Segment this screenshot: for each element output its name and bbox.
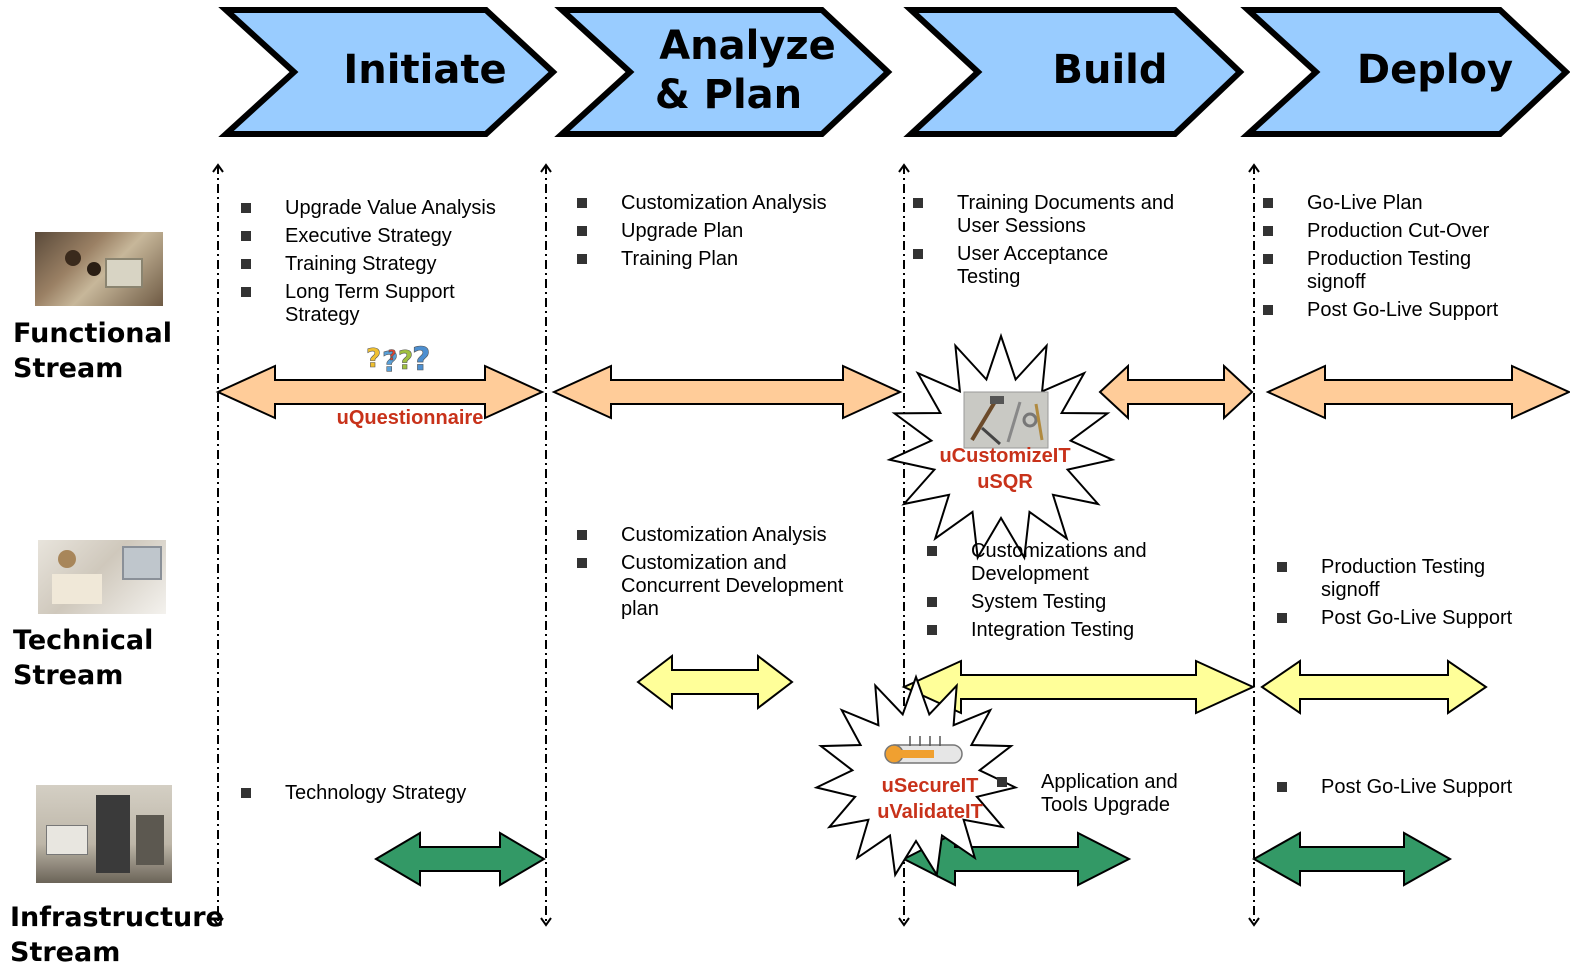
tool-label-questionnaire: uQuestionnaire [336,407,484,429]
stream-label-functional: Functional Stream [13,316,172,386]
functional-deploy-list: Go-Live Plan Production Cut-Over Product… [1259,192,1549,327]
tool-label-secure: uSecureIT uValidateIT [850,773,1010,825]
infrastructure-stream-photo [36,785,172,883]
functional-initiate-list: Upgrade Value Analysis Executive Strateg… [237,197,537,332]
phase-chevron-deploy [1240,7,1570,137]
functional-stream-photo [35,232,163,306]
list-item: Production Testing signoff [1273,556,1511,602]
functional-arrow-initiate [215,364,545,420]
technical-analyze-list: Customization Analysis Customization and… [573,524,883,626]
technical-arrow-deploy [1260,659,1488,715]
list-item: Customization Analysis [573,192,883,215]
functional-arrow-deploy [1265,364,1570,420]
list-item: Training Strategy [237,253,537,276]
svg-text:?: ? [382,345,398,378]
secure-starburst [813,674,1019,878]
tool-label-customize-line1: uCustomizeIT [939,445,1071,467]
phase-title-analyze-line1: Analyze [659,23,836,69]
technical-build-list: Customizations and Development System Te… [923,540,1203,647]
stream-label-technical-line2: Stream [13,660,124,692]
list-item: Training Documents and User Sessions [909,192,1189,238]
svg-text:?: ? [398,346,413,376]
tool-label-secure-line2: uValidateIT [877,801,983,823]
list-item: Customizations and Development [923,540,1176,586]
svg-text:?: ? [366,344,381,374]
list-item: Customization Analysis [573,524,883,547]
tool-label-customize-line2: uSQR [977,471,1033,493]
functional-analyze-list: Customization Analysis Upgrade Plan Trai… [573,192,883,276]
thermometer-icon [884,736,963,764]
list-item: Production Cut-Over [1259,220,1549,243]
list-item: Integration Testing [923,619,1203,642]
list-item: Upgrade Plan [573,220,883,243]
functional-arrow-build [1098,363,1254,421]
stream-label-technical-line1: Technical [13,625,154,656]
list-item: Post Go-Live Support [1273,776,1563,799]
phase-title-build: Build [1052,47,1168,93]
tool-label-secure-line1: uSecureIT [881,775,979,797]
svg-text:?: ? [388,348,396,364]
tool-label-customize: uCustomizeIT uSQR [925,443,1085,495]
list-item: Production Testing signoff [1259,248,1492,294]
phase-chevron-analyze [554,7,893,137]
list-item: Post Go-Live Support [1273,607,1563,630]
list-item: Go-Live Plan [1259,192,1549,215]
technical-arrow-build [901,659,1256,715]
phase-title-analyze-line2: & Plan [654,71,803,118]
infrastructure-build-list: Application and Tools Upgrade [993,771,1223,822]
list-item: Post Go-Live Support [1259,299,1549,322]
stream-label-infrastructure-line1: Infrastructure [10,902,224,933]
technical-deploy-list: Production Testing signoff Post Go-Live … [1273,556,1563,635]
stream-label-functional-line2: Stream [13,353,124,385]
question-marks-icon: ? ? ? ? ? [366,340,431,379]
phase-title-analyze: Analyze & Plan [625,22,870,120]
technical-stream-photo [38,540,166,614]
infrastructure-arrow-deploy [1251,831,1453,887]
stream-label-infrastructure: Infrastructure Stream [10,900,224,970]
list-item: Upgrade Value Analysis [237,197,537,220]
list-item: Training Plan [573,248,883,271]
phase-chevron-build [903,7,1245,137]
list-item: System Testing [923,591,1203,614]
phase-title-initiate: Initiate [343,47,507,93]
infrastructure-deploy-list: Post Go-Live Support [1273,776,1563,804]
list-item: Executive Strategy [237,225,537,248]
stream-label-technical: Technical Stream [13,623,153,693]
technical-arrow-analyze [636,653,794,711]
stream-label-infrastructure-line2: Stream [10,937,121,969]
phase-title-deploy: Deploy [1356,47,1514,93]
infrastructure-arrow-initiate [374,831,546,887]
svg-text:?: ? [412,340,431,378]
functional-arrow-analyze [551,364,903,420]
list-item: Long Term Support Strategy [237,281,475,327]
infrastructure-initiate-list: Technology Strategy [237,782,537,810]
functional-build-list: Training Documents and User Sessions Use… [909,192,1199,294]
list-item: Technology Strategy [237,782,537,805]
phase-chevron-initiate [218,7,558,137]
tools-icon [963,391,1049,449]
list-item: Customization and Concurrent Development… [573,552,871,621]
list-item: User Acceptance Testing [909,243,1132,289]
list-item: Application and Tools Upgrade [993,771,1201,817]
stream-label-functional-line1: Functional [13,318,172,349]
